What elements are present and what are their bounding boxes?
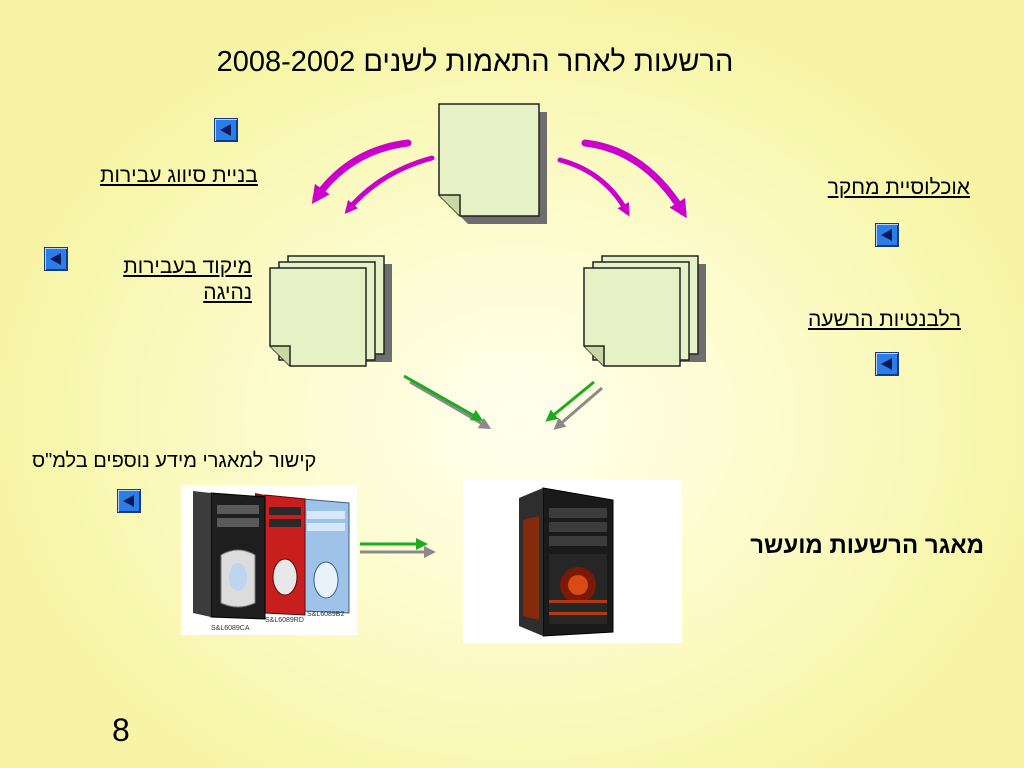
computer-tower-icon [519, 487, 614, 637]
back-arrow-icon[interactable] [875, 223, 899, 247]
photo-label-2: S&L6089RD [265, 617, 304, 624]
slide-title: הרשעות לאחר התאמות לשנים 2008-2002 [216, 46, 734, 78]
enriched-convictions-label: מאגר הרשעות מועשר [750, 532, 984, 559]
curved-arrow-right-inner [557, 157, 630, 217]
link-driving-offense-focus[interactable]: מיקוד בעבירות נהיגה [123, 254, 252, 306]
back-arrow-icon[interactable] [875, 352, 899, 376]
curved-arrow-left-outer [311, 139, 412, 204]
link-driving-offense-focus-line2: נהיגה [203, 281, 252, 304]
enriched-computer-photo [463, 480, 682, 643]
link-conviction-relevance[interactable]: רלבנטיות הרשעה [807, 308, 961, 331]
back-arrow-icon[interactable] [44, 247, 68, 271]
curved-arrow-left-inner [344, 155, 435, 214]
link-crime-classification[interactable]: בניית סיווג עבירות [100, 164, 258, 187]
document-stack-icon-right [583, 255, 706, 367]
back-arrow-icon[interactable] [117, 489, 141, 513]
computer-towers-photo: S&L6089CA S&L6089RD S&L6089B2 [181, 485, 357, 635]
data-linking-caption: קישור למאגרי מידע נוספים בלמ"ס [32, 450, 317, 472]
photo-label-3: S&L6089B2 [307, 611, 344, 618]
page-number: 8 [112, 712, 130, 748]
photo-label-1: S&L6089CA [211, 625, 250, 632]
document-stack-icon-left [269, 255, 392, 367]
computer-tower-icon: S&L6089CA S&L6089RD S&L6089B2 [193, 491, 350, 632]
link-driving-offense-focus-line1: מיקוד בעבירות [123, 255, 252, 278]
link-research-population[interactable]: אוכלוסיית מחקר [827, 176, 970, 199]
document-icon [438, 103, 547, 224]
back-arrow-icon[interactable] [214, 118, 238, 142]
curved-arrow-right-outer [581, 139, 687, 219]
